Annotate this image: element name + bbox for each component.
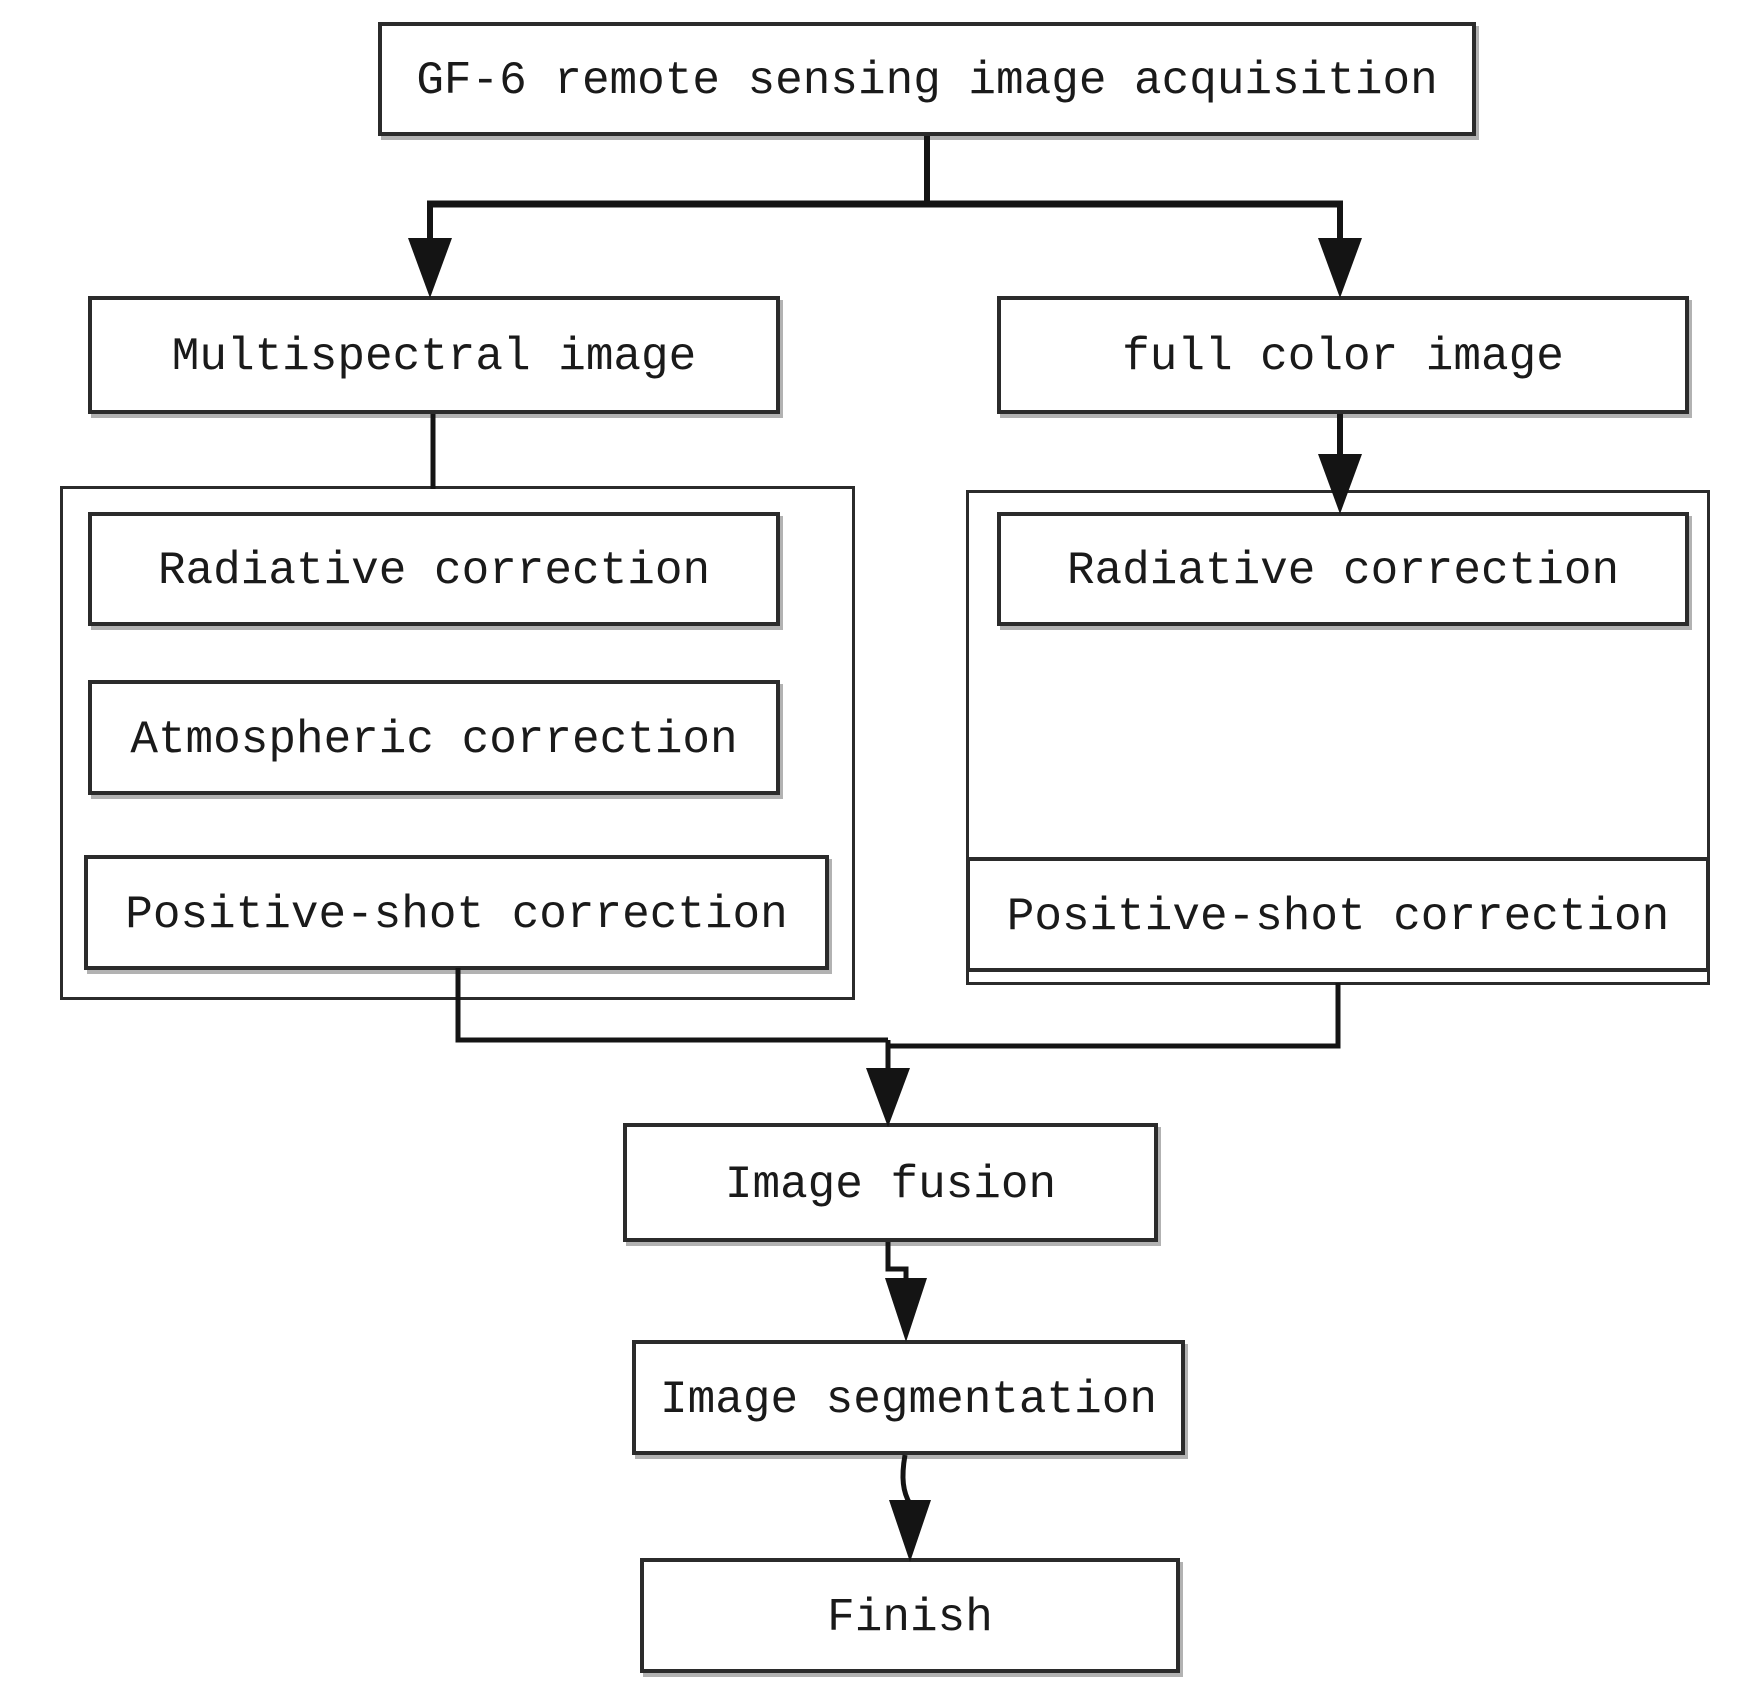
node-ms-radiative-correction-label: Radiative correction [157,545,711,597]
arrowhead-to-multispectral [408,238,452,298]
node-fc-positive-shot-correction-label: Positive-shot correction [1006,890,1670,943]
node-full-color-image-label: full color image [1122,331,1564,383]
node-ms-atmospheric-correction: Atmospheric correction [88,680,780,795]
node-acquisition-label: GF-6 remote sensing image acquisition [416,55,1438,107]
node-fc-radiative-correction: Radiative correction [997,512,1689,626]
node-ms-positive-shot-correction: Positive-shot correction [84,855,829,970]
arrowhead-to-finish [889,1500,931,1562]
node-image-segmentation: Image segmentation [632,1340,1185,1455]
node-fc-positive-shot-correction: Positive-shot correction [966,857,1710,972]
node-image-fusion: Image fusion [623,1123,1158,1242]
node-fc-radiative-correction-label: Radiative correction [1066,545,1620,597]
node-multispectral-image-label: Multispectral image [171,331,697,383]
edge-segmentation-to-finish [900,1454,913,1506]
node-full-color-image: full color image [997,296,1689,414]
node-ms-radiative-correction: Radiative correction [88,512,780,626]
arrowhead-to-image-fusion [866,1068,910,1127]
node-image-segmentation-label: Image segmentation [660,1373,1157,1426]
node-finish-label: Finish [827,1591,993,1644]
node-ms-atmospheric-correction-label: Atmospheric correction [130,713,738,766]
node-acquisition: GF-6 remote sensing image acquisition [378,22,1476,136]
node-finish: Finish [640,1558,1180,1673]
arrowhead-to-full-color [1318,238,1362,298]
node-multispectral-image: Multispectral image [88,296,780,414]
edge-fc-group-to-merge [890,983,1341,1049]
arrowhead-to-image-segmentation [885,1278,927,1342]
edge-fusion-to-segmentation [885,1242,909,1282]
node-image-fusion-label: Image fusion [724,1158,1057,1211]
node-ms-positive-shot-correction-label: Positive-shot correction [125,888,788,941]
